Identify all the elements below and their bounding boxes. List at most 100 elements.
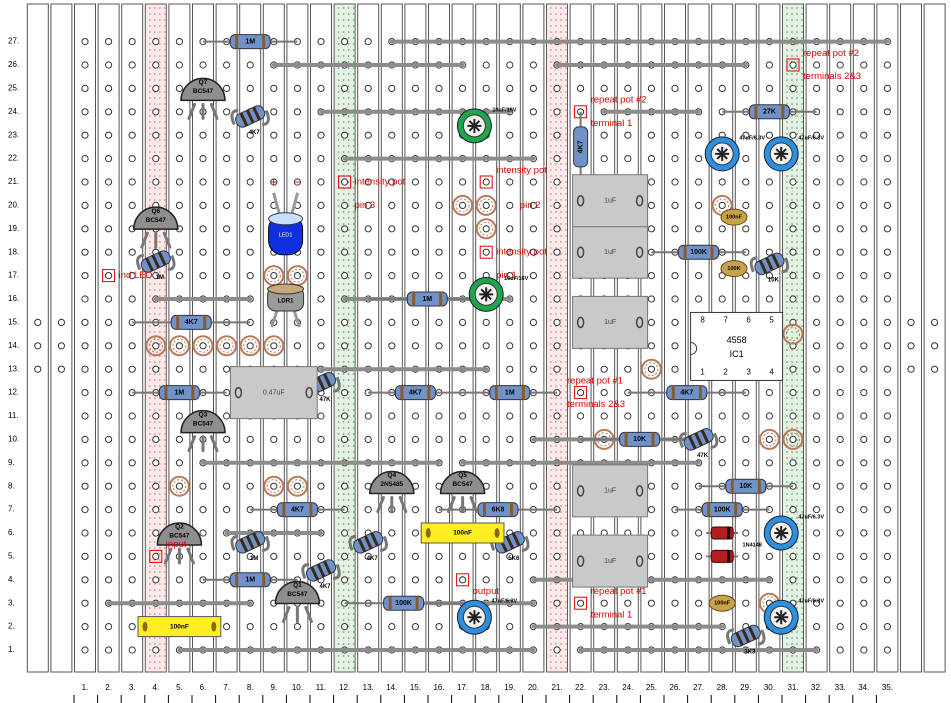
hole bbox=[836, 365, 844, 373]
hole bbox=[152, 131, 160, 139]
hole bbox=[459, 272, 467, 280]
hole bbox=[293, 342, 301, 350]
resistor-body bbox=[619, 431, 661, 447]
hole bbox=[789, 178, 797, 186]
hole bbox=[813, 84, 821, 93]
capacitor-label: 47uF/6.3V bbox=[739, 135, 765, 141]
hole bbox=[270, 108, 278, 116]
hole bbox=[81, 435, 89, 443]
hole bbox=[553, 482, 561, 490]
hole bbox=[105, 459, 113, 467]
transistor-body bbox=[156, 522, 203, 546]
transistor-ref: Q5 bbox=[458, 472, 467, 479]
hole bbox=[388, 225, 396, 233]
resistor: 1M bbox=[132, 385, 227, 401]
hole bbox=[435, 342, 443, 350]
hole bbox=[175, 61, 183, 69]
ic-pin-label: 2 bbox=[723, 368, 728, 377]
hole bbox=[317, 482, 325, 490]
annotation-text: terminal 1 bbox=[591, 118, 633, 129]
column-label: 28. bbox=[717, 683, 728, 692]
hole bbox=[836, 201, 844, 209]
hole bbox=[199, 248, 207, 256]
hole bbox=[506, 482, 514, 490]
hole bbox=[152, 576, 160, 584]
solder-pad bbox=[286, 475, 308, 497]
hole bbox=[695, 272, 703, 280]
resistor-label: 100K bbox=[714, 506, 731, 513]
hole bbox=[105, 295, 113, 303]
hole bbox=[81, 295, 89, 303]
hole bbox=[860, 552, 868, 561]
hole bbox=[223, 155, 231, 163]
hole bbox=[647, 412, 656, 420]
hole bbox=[293, 623, 301, 631]
transistor-ref: Q1 bbox=[293, 582, 302, 589]
film-capacitor: 100nF bbox=[420, 522, 505, 544]
hole bbox=[105, 576, 113, 584]
solder-pad bbox=[168, 335, 190, 357]
hole bbox=[199, 131, 207, 139]
hole bbox=[577, 599, 585, 607]
hole bbox=[506, 201, 514, 209]
hole bbox=[341, 389, 349, 397]
hole bbox=[411, 178, 419, 186]
hole bbox=[695, 552, 703, 561]
capacitor-label: 10uF/16V bbox=[504, 276, 528, 282]
hole bbox=[718, 225, 726, 233]
copper-strip bbox=[121, 3, 144, 673]
resistor-body bbox=[725, 478, 767, 494]
hole bbox=[695, 201, 703, 209]
hole bbox=[128, 61, 136, 69]
resistor-label: 1M bbox=[250, 556, 258, 562]
resistor-label: 1M bbox=[245, 38, 255, 45]
hole bbox=[435, 272, 443, 280]
hole bbox=[624, 365, 632, 373]
resistor: 10K bbox=[580, 431, 699, 447]
hole bbox=[105, 84, 113, 93]
transistor-ref: Q4 bbox=[387, 472, 396, 479]
standing-resistor: 1M bbox=[136, 250, 176, 281]
pot-wire-pad bbox=[338, 175, 352, 189]
hole bbox=[435, 201, 443, 209]
hole bbox=[246, 225, 254, 233]
hole bbox=[695, 295, 703, 303]
hole bbox=[199, 61, 207, 69]
hole bbox=[718, 178, 726, 186]
hole bbox=[152, 61, 160, 69]
hole bbox=[553, 178, 561, 186]
hole bbox=[742, 529, 750, 537]
hole bbox=[789, 225, 797, 233]
box-capacitor-body bbox=[572, 534, 649, 588]
hole bbox=[647, 552, 656, 561]
hole bbox=[246, 155, 254, 163]
column-label: 31. bbox=[787, 683, 798, 692]
hole bbox=[388, 435, 396, 443]
hole bbox=[529, 318, 538, 326]
hole bbox=[152, 342, 160, 350]
electrolytic-capacitor: 47uF/6.3V bbox=[763, 514, 824, 551]
hole bbox=[742, 155, 750, 163]
hole bbox=[647, 272, 656, 280]
hole bbox=[529, 529, 538, 537]
hole bbox=[152, 108, 160, 116]
hole bbox=[553, 529, 561, 537]
hole bbox=[388, 178, 396, 186]
hole bbox=[199, 506, 207, 514]
hole bbox=[907, 365, 915, 373]
hole bbox=[789, 295, 797, 303]
hole bbox=[223, 506, 231, 514]
box-capacitor: 1uF bbox=[572, 174, 649, 228]
hole bbox=[411, 318, 419, 326]
hole bbox=[459, 248, 467, 256]
copper-strip bbox=[664, 3, 686, 673]
column-label: 26. bbox=[669, 683, 680, 692]
row-label: 18. bbox=[8, 247, 19, 256]
hole bbox=[789, 389, 797, 397]
hole bbox=[341, 435, 349, 443]
hole bbox=[57, 342, 66, 350]
hole bbox=[765, 84, 774, 93]
row-label: 26. bbox=[8, 60, 19, 69]
diode-label: 1N4148 bbox=[743, 542, 762, 548]
